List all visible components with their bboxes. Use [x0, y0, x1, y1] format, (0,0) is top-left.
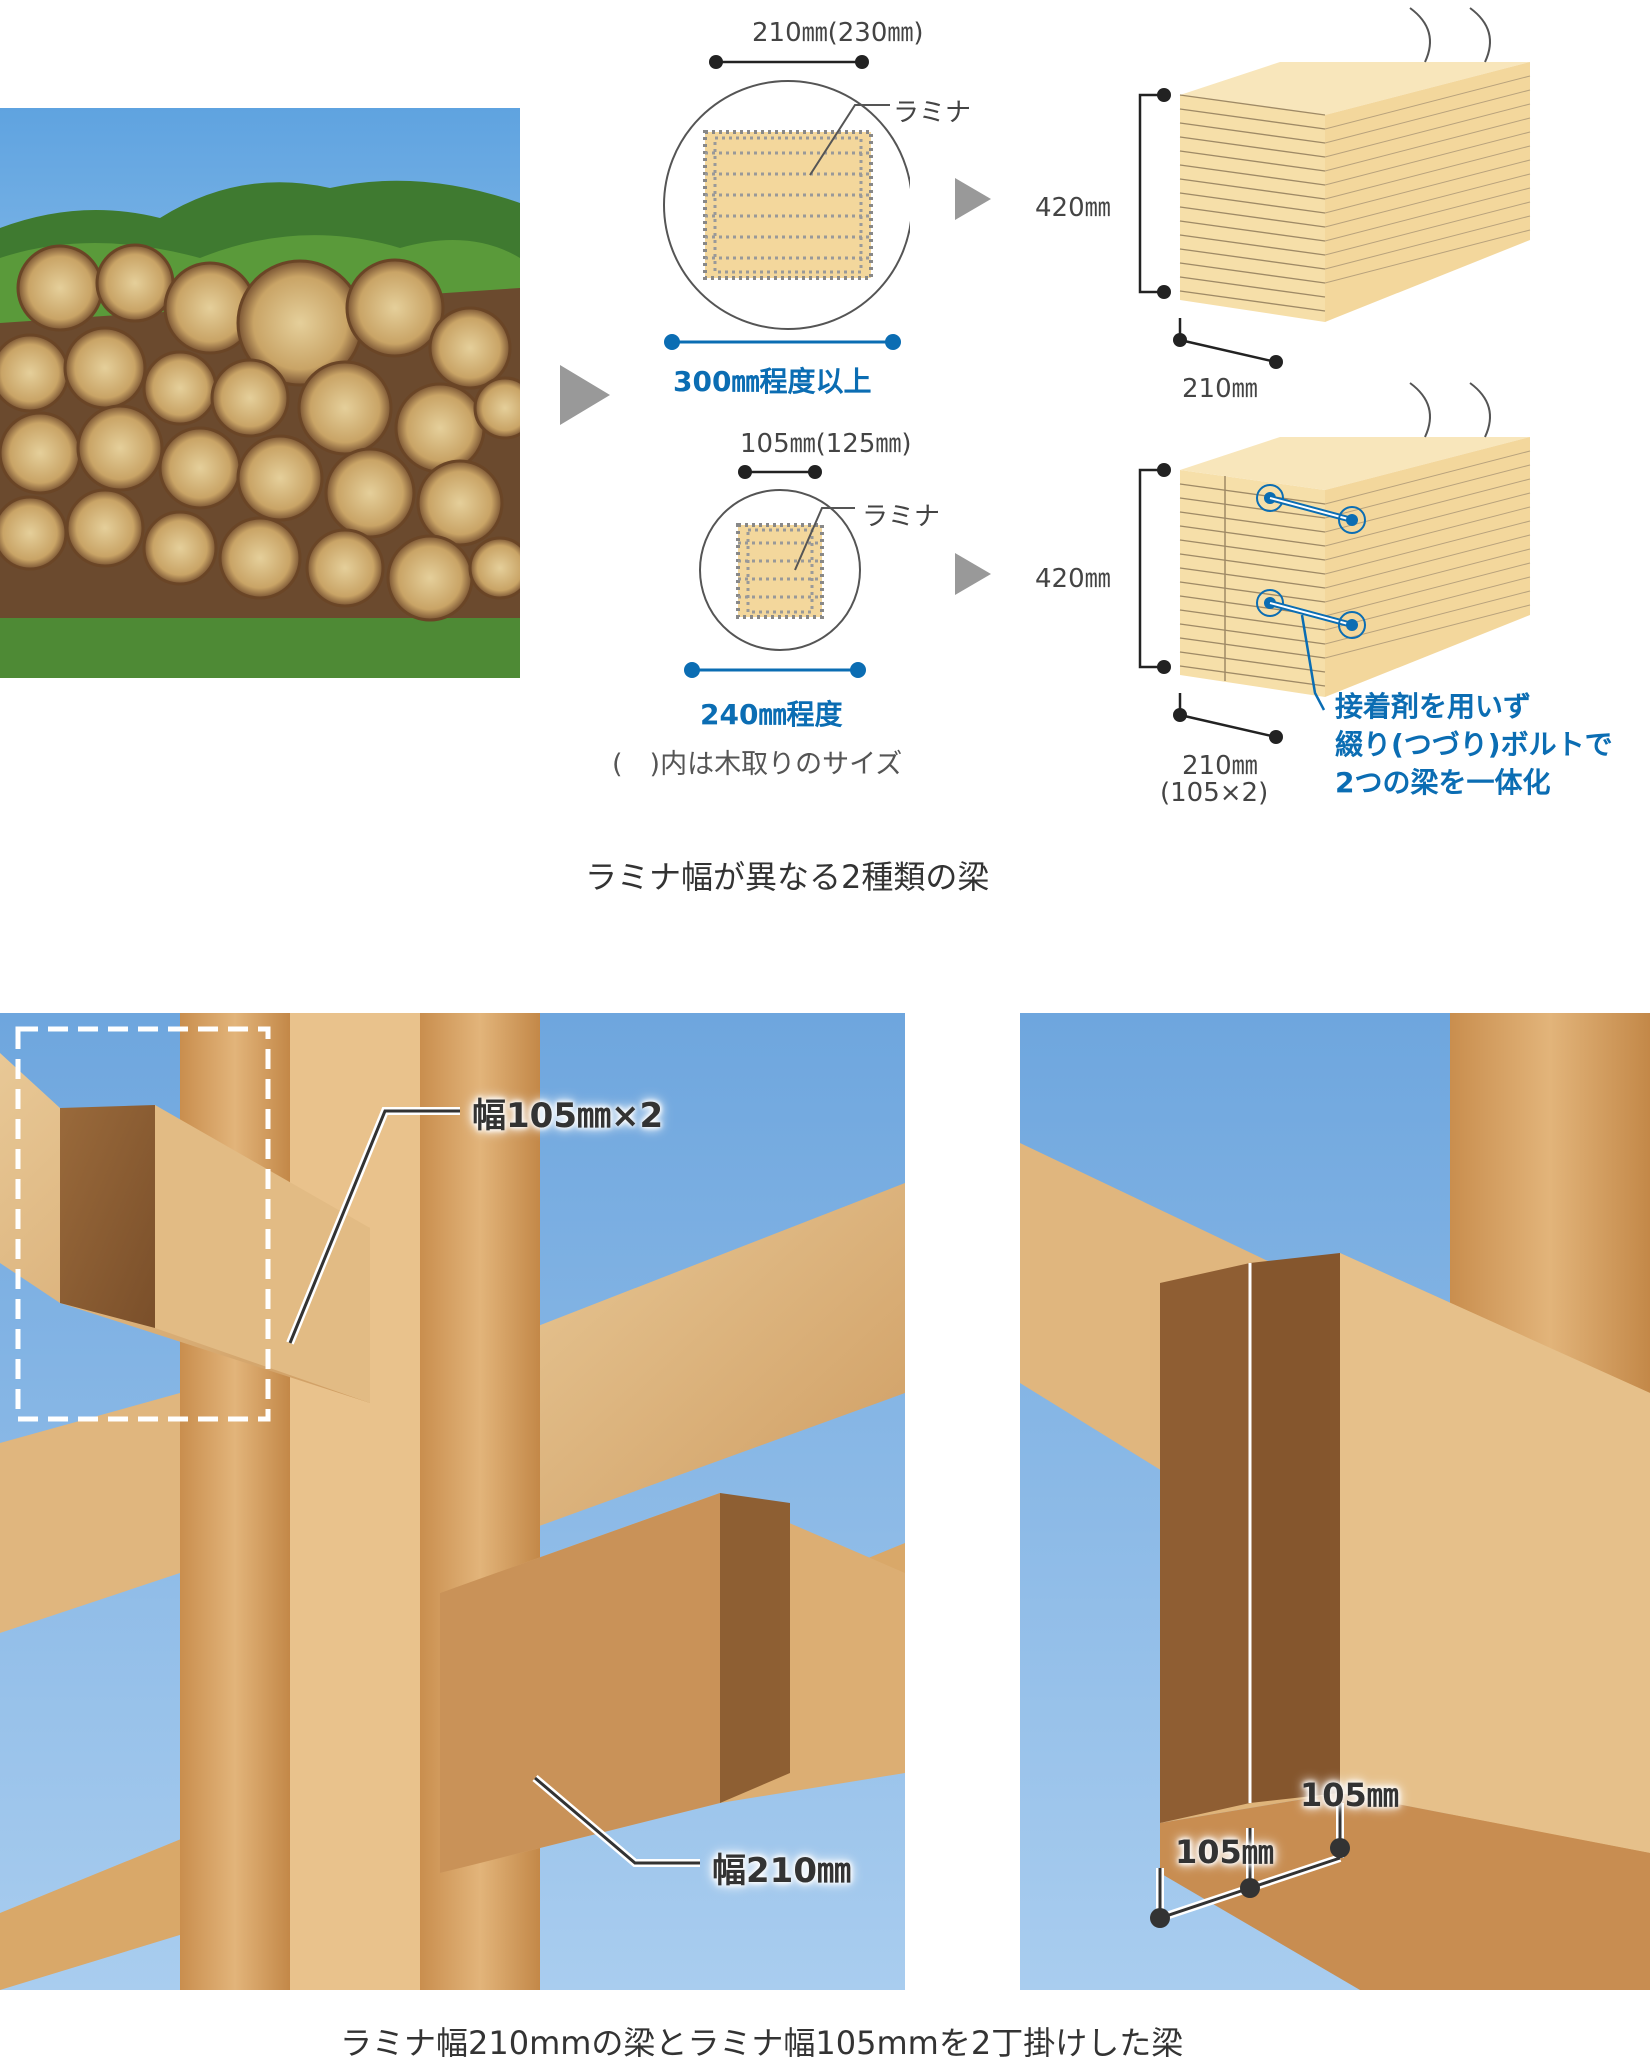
dim-log2-bottom: 240㎜程度: [700, 698, 843, 731]
dim-beam2-width: 210㎜: [1182, 751, 1258, 781]
dim-beam1-height: 420㎜: [1035, 193, 1111, 223]
lamina-label-2: ラミナ: [862, 502, 941, 532]
label-width-105x2: 幅105㎜×2: [472, 1096, 664, 1136]
beam-photo-right: [1020, 1013, 1650, 1990]
arrow-right-icon: [955, 553, 991, 595]
beam-bolted-105x2: [1138, 382, 1531, 744]
beam-solid-210: [1138, 7, 1531, 369]
lamina-label: ラミナ: [893, 98, 972, 128]
dim-log1-bottom: 300㎜程度以上: [673, 365, 872, 398]
bolt-note: 接着剤を用いず 綴り(つづり)ボルトで 2つの梁を一体化: [1335, 688, 1613, 802]
label-width-210: 幅210㎜: [712, 1851, 851, 1891]
dim-log1-top: 210㎜(230㎜): [752, 18, 924, 48]
log-section-small: [684, 465, 866, 678]
bolt-note-line: 2つの梁を一体化: [1335, 766, 1551, 799]
label-105-right: 105㎜: [1300, 1776, 1399, 1814]
dim-beam1-width: 210㎜: [1182, 374, 1258, 404]
size-note: ( )内は木取りのサイズ: [612, 749, 903, 780]
arrow-right-icon: [955, 178, 991, 220]
log-section-large: [663, 55, 910, 350]
bolt-icon: [1256, 589, 1366, 639]
bolt-note-line: 綴り(つづり)ボルトで: [1335, 728, 1613, 761]
dim-beam2-height: 420㎜: [1035, 564, 1111, 594]
top-caption: ラミナ幅が異なる2種類の梁: [585, 858, 990, 896]
dim-beam2-width-sub: (105×2): [1160, 778, 1269, 808]
label-105-left: 105㎜: [1175, 1833, 1274, 1871]
dim-log2-top: 105㎜(125㎜): [740, 429, 912, 459]
bolt-icon: [1256, 484, 1366, 534]
log-pile-photo: [0, 108, 520, 678]
beam-photo-left: [0, 1013, 905, 1990]
bottom-caption: ラミナ幅210mmの梁とラミナ幅105mmを2丁掛けした梁: [340, 2024, 1184, 2062]
bolt-note-line: 接着剤を用いず: [1335, 690, 1532, 723]
arrow-right-icon: [560, 365, 610, 425]
